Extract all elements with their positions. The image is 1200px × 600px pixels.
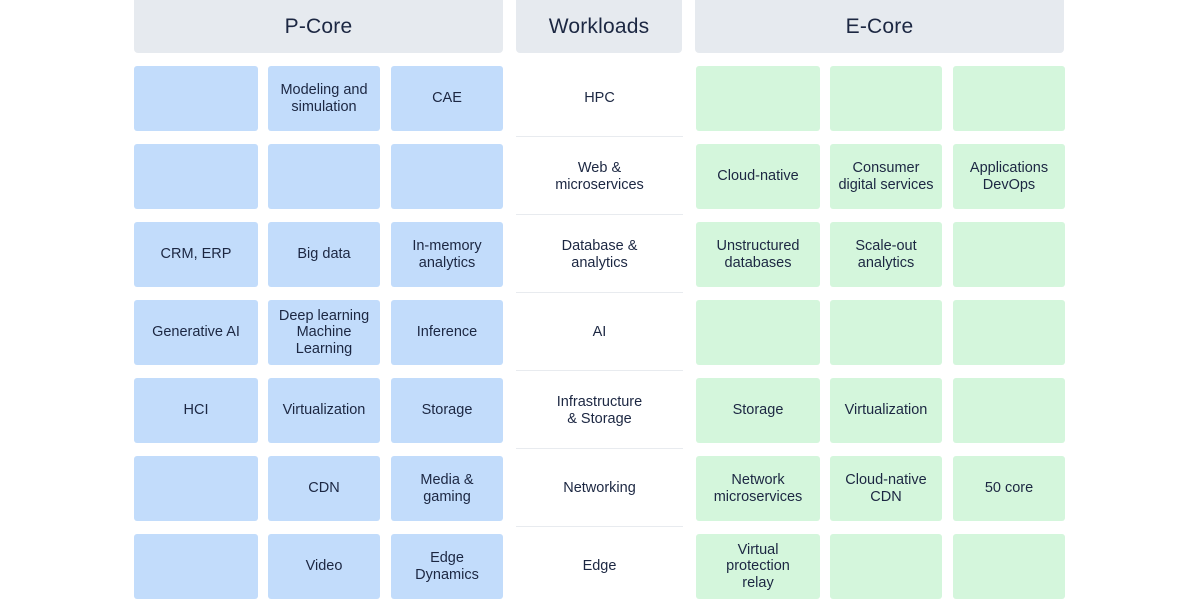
- p-core-tile: CAE: [391, 66, 503, 131]
- p-core-tile: Modeling and simulation: [268, 66, 380, 131]
- e-core-tile: [953, 378, 1065, 443]
- workload-divider: [516, 292, 683, 293]
- p-core-tile: [134, 534, 258, 599]
- e-core-tile: Consumer digital services: [830, 144, 942, 209]
- e-core-tile: 50 core: [953, 456, 1065, 521]
- e-core-tile: [953, 534, 1065, 599]
- e-core-tile: Network microservices: [696, 456, 820, 521]
- workload-label: Edge: [582, 558, 617, 575]
- p-core-tile: [134, 144, 258, 209]
- e-core-tile: [830, 534, 942, 599]
- p-core-tile: [391, 144, 503, 209]
- workload-label: Web & microservices: [555, 160, 644, 193]
- p-core-tile: In-memory analytics: [391, 222, 503, 287]
- p-core-tile: [268, 144, 380, 209]
- e-core-tile: [696, 66, 820, 131]
- p-core-tile: HCI: [134, 378, 258, 443]
- e-core-tile: Virtual protection relay: [696, 534, 820, 599]
- p-core-tile: Deep learning Machine Learning: [268, 300, 380, 365]
- workload-divider: [516, 214, 683, 215]
- workload-label: HPC: [584, 90, 615, 107]
- p-core-tile: Video: [268, 534, 380, 599]
- p-core-tile: Generative AI: [134, 300, 258, 365]
- p-core-tile: Inference: [391, 300, 503, 365]
- workload-label: Infrastructure & Storage: [556, 394, 643, 427]
- e-core-header: E-Core: [695, 0, 1064, 53]
- e-core-tile: [953, 222, 1065, 287]
- p-core-tile: CRM, ERP: [134, 222, 258, 287]
- e-core-tile: Applications DevOps: [953, 144, 1065, 209]
- e-core-tile: Virtualization: [830, 378, 942, 443]
- e-core-tile: Scale-out analytics: [830, 222, 942, 287]
- workload-divider: [516, 526, 683, 527]
- workload-label: AI: [592, 324, 607, 341]
- e-core-tile: [953, 300, 1065, 365]
- p-core-tile: [134, 456, 258, 521]
- p-core-tile: Edge Dynamics: [391, 534, 503, 599]
- p-core-tile: Virtualization: [268, 378, 380, 443]
- p-core-tile: Storage: [391, 378, 503, 443]
- e-core-tile: Cloud-native CDN: [830, 456, 942, 521]
- workloads-header: Workloads: [516, 0, 682, 53]
- p-core-tile: Media & gaming: [391, 456, 503, 521]
- e-core-tile: [830, 66, 942, 131]
- workload-label: Database & analytics: [561, 238, 638, 271]
- e-core-tile: [953, 66, 1065, 131]
- workload-label: Networking: [563, 480, 636, 497]
- e-core-tile: [830, 300, 942, 365]
- p-core-header: P-Core: [134, 0, 503, 53]
- p-core-tile: [134, 66, 258, 131]
- workload-divider: [516, 136, 683, 137]
- workload-divider: [516, 448, 683, 449]
- p-core-tile: CDN: [268, 456, 380, 521]
- e-core-tile: [696, 300, 820, 365]
- workload-divider: [516, 370, 683, 371]
- p-core-tile: Big data: [268, 222, 380, 287]
- e-core-tile: Unstructured databases: [696, 222, 820, 287]
- e-core-tile: Cloud-native: [696, 144, 820, 209]
- e-core-tile: Storage: [696, 378, 820, 443]
